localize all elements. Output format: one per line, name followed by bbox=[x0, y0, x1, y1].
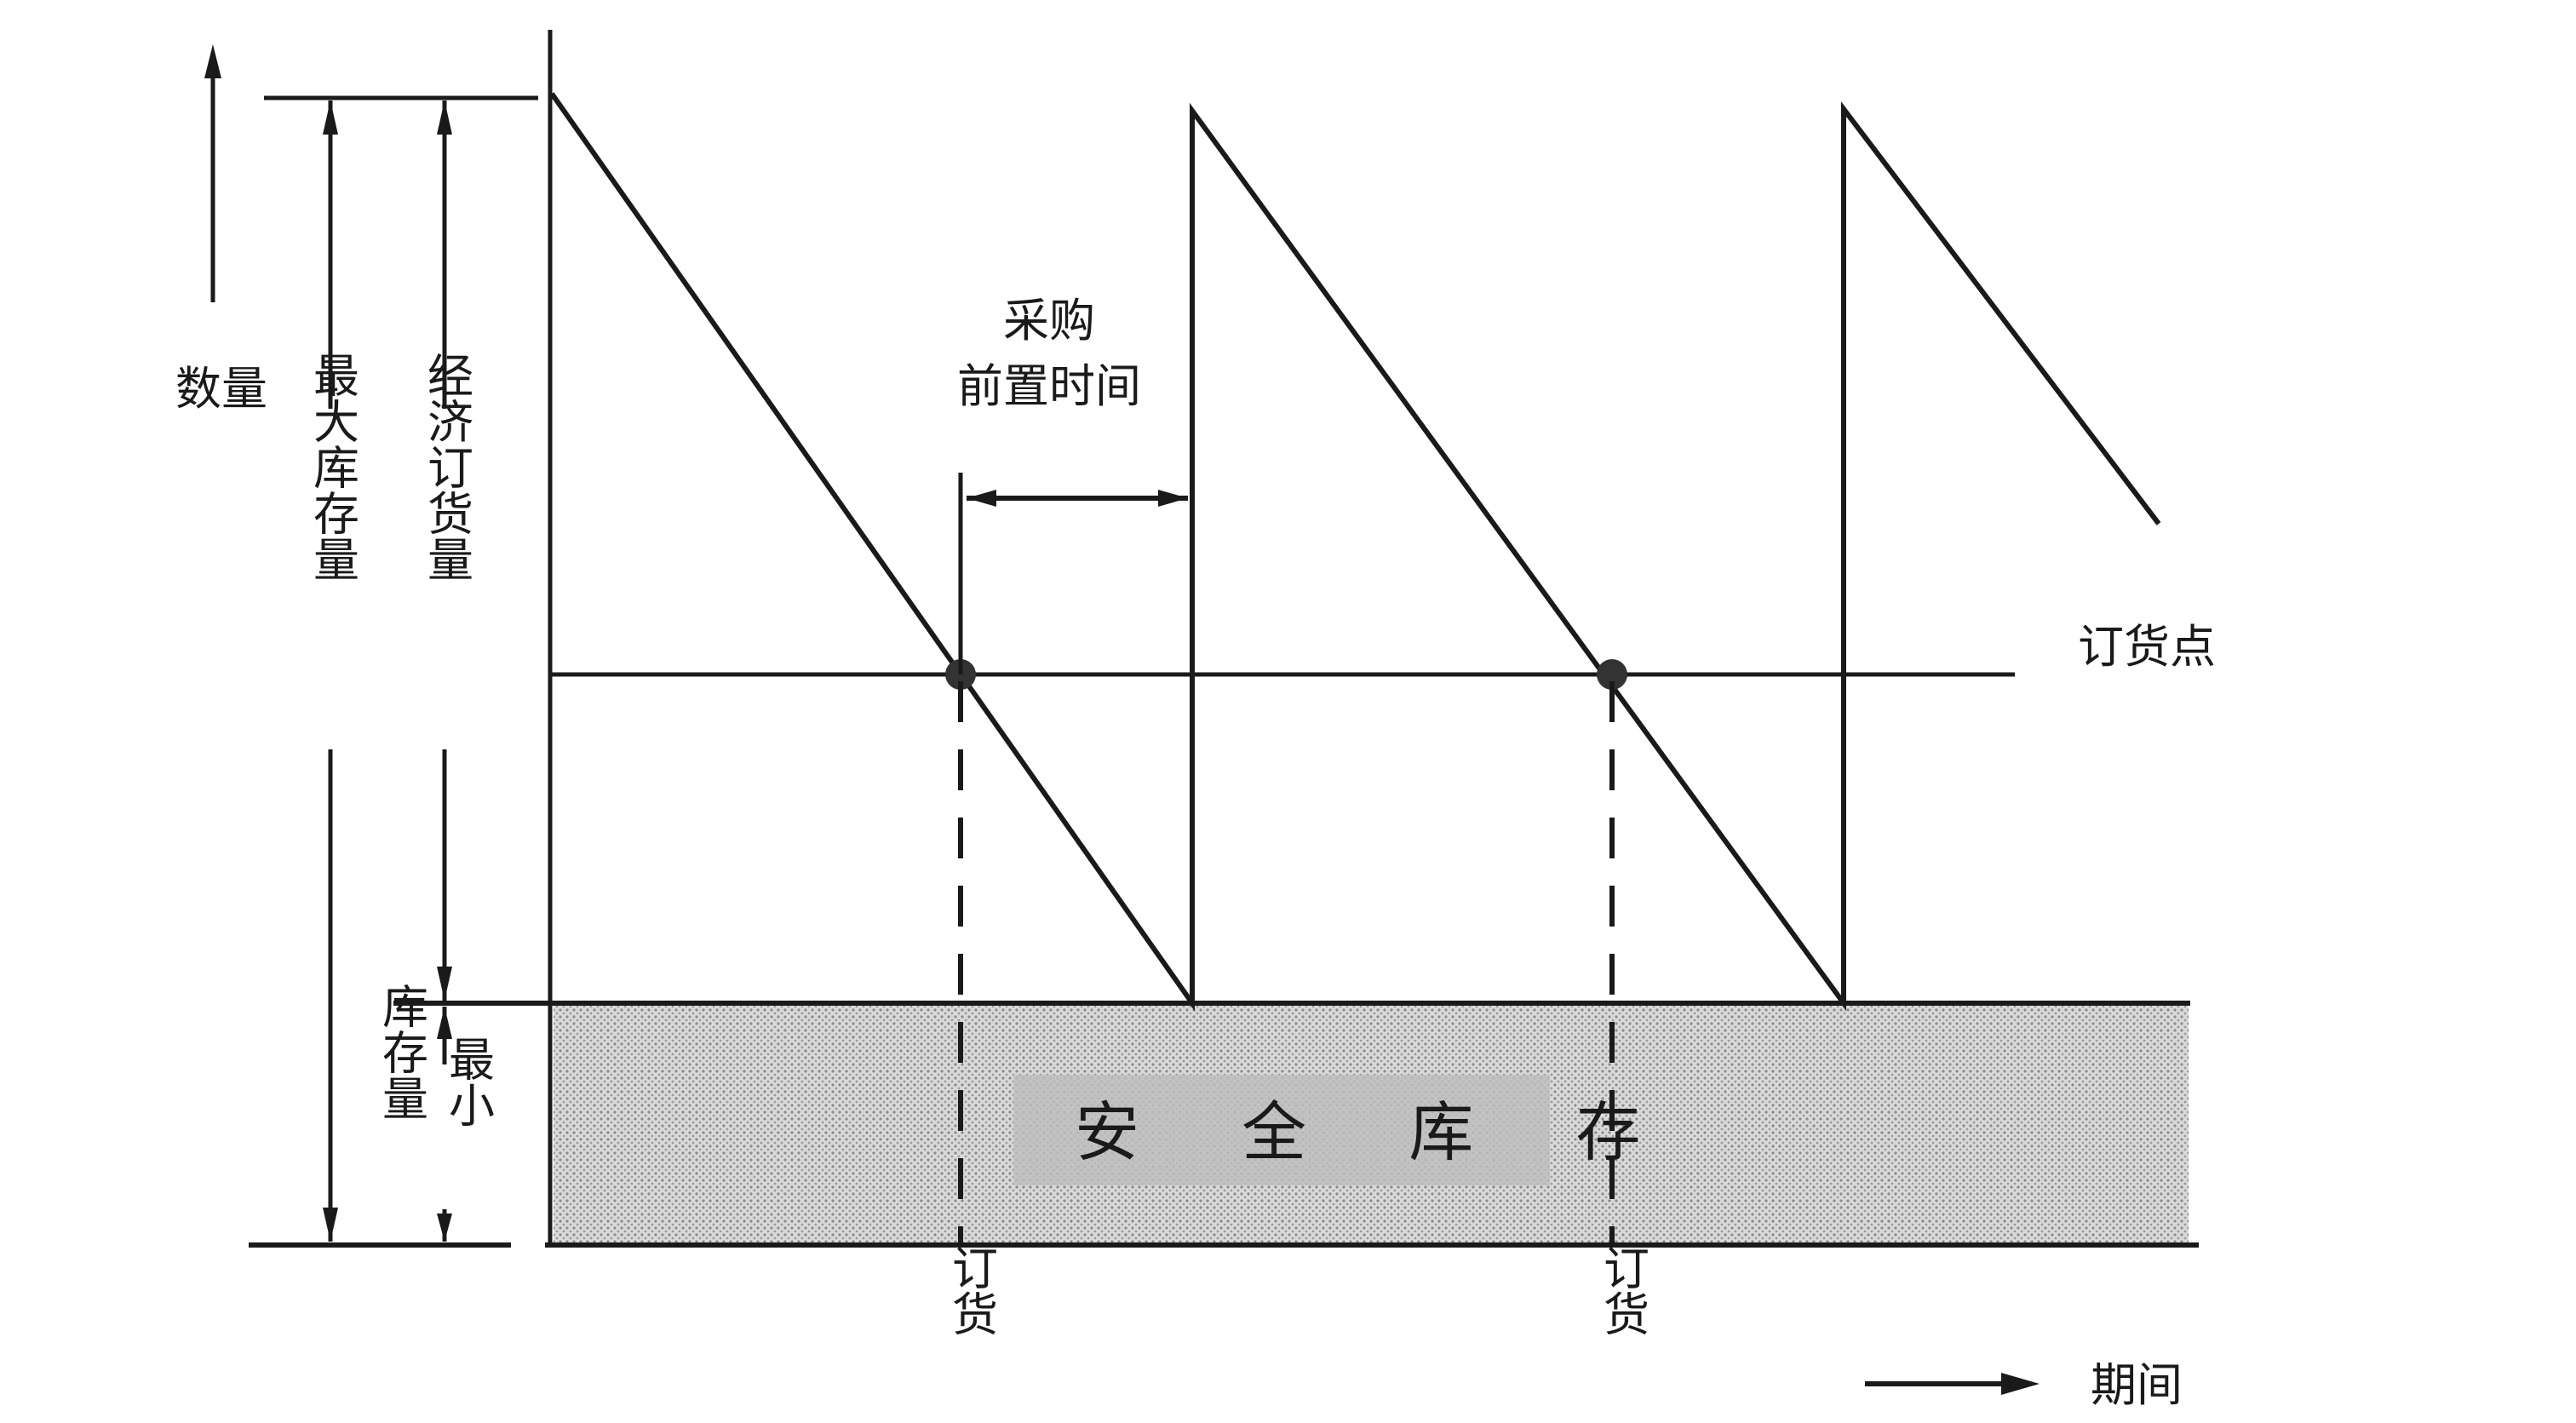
quantity-arrowhead-icon bbox=[204, 44, 221, 78]
quantity-axis-label: 数量 bbox=[175, 362, 267, 416]
time-axis-label: 期间 bbox=[2091, 1358, 2183, 1412]
min-inventory-label-col1: 最小 bbox=[441, 1036, 495, 1127]
inventory-sawtooth bbox=[549, 92, 2161, 1012]
max-inventory-label: 最大库存量 bbox=[306, 352, 359, 582]
order-marker-2: 订货 bbox=[1596, 1244, 1649, 1336]
min-inventory-label-col2: 库存量 bbox=[375, 983, 428, 1121]
eoq-arrow-down-icon bbox=[437, 967, 452, 1001]
safety-stock-label: 安 全 库 存 bbox=[1075, 1094, 1681, 1170]
order-marker-1: 订货 bbox=[944, 1244, 998, 1336]
max-inventory-arrow-down-icon bbox=[323, 1208, 338, 1242]
time-arrowhead-icon bbox=[2001, 1373, 2040, 1395]
reorder-dot-2 bbox=[1597, 659, 1627, 690]
min-inventory-arrow-down-icon bbox=[437, 1214, 452, 1242]
svg-text:数量: 数量 bbox=[175, 362, 267, 416]
lead-time-label-line2: 前置时间 bbox=[957, 359, 1141, 413]
min-inventory-arrow-up-icon bbox=[437, 1007, 452, 1039]
reorder-point-label: 订货点 bbox=[2078, 620, 2216, 674]
lead-time-arrowhead-right bbox=[1158, 490, 1188, 507]
max-inventory-arrow-up-icon bbox=[323, 100, 338, 135]
eoq-label: 经济订货量 bbox=[420, 352, 473, 582]
lead-time-arrowhead-left bbox=[967, 490, 996, 507]
eoq-arrow-up-icon bbox=[437, 100, 452, 135]
lead-time-label-line1: 采购 bbox=[1003, 294, 1095, 347]
safety-stock-label-bg bbox=[1013, 1075, 1550, 1185]
